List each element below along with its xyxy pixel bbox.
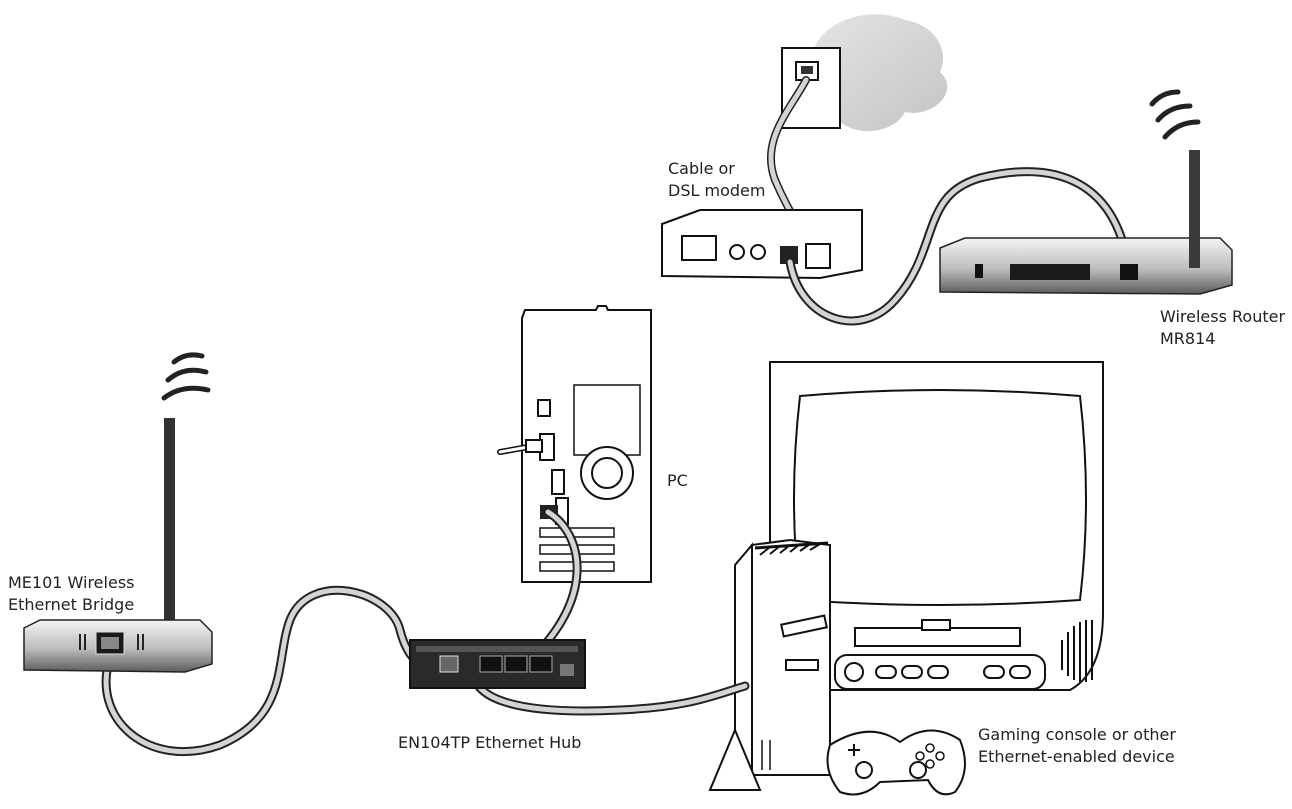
game-controller	[826, 729, 966, 796]
pc-label: PC	[667, 471, 688, 490]
pc-power-cable	[497, 439, 543, 455]
hub-label: EN104TP Ethernet Hub	[398, 733, 582, 752]
console-label: Gaming console or other Ethernet-enabled…	[978, 725, 1176, 766]
gaming-console	[708, 538, 831, 791]
bridge-label: ME101 Wireless Ethernet Bridge	[8, 573, 135, 614]
router-label: Wireless Router MR814	[1160, 307, 1286, 348]
television	[769, 361, 1104, 691]
bridge-hub-cable	[101, 585, 453, 757]
cable-dsl-modem	[661, 209, 863, 280]
wireless-router	[939, 150, 1233, 295]
modem-label: Cable or DSL modem	[668, 159, 766, 200]
wireless-bridge	[23, 418, 213, 673]
ethernet-hub	[409, 639, 586, 689]
modem-router-cable	[785, 167, 1133, 326]
bridge-wifi-waves-icon	[161, 352, 211, 401]
hub-console-cable	[469, 659, 750, 716]
router-wifi-waves-icon	[1149, 89, 1201, 140]
phone-wall-jack-icon	[781, 47, 841, 129]
